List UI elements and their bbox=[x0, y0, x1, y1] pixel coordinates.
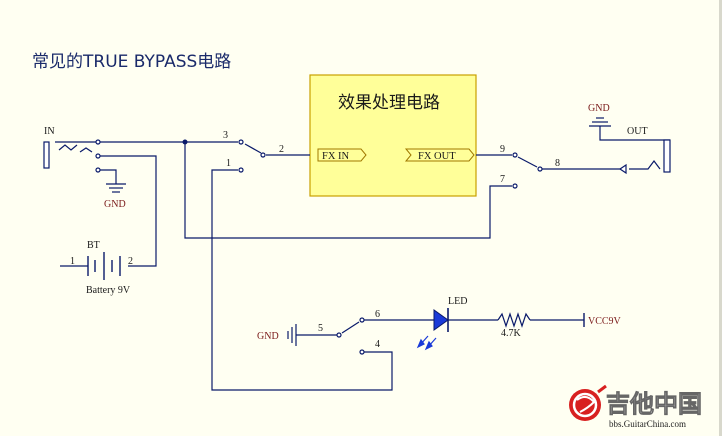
fx-out-port bbox=[404, 148, 475, 162]
switch-pin-2: 2 bbox=[279, 144, 284, 155]
input-jack bbox=[43, 139, 101, 173]
watermark-logo-icon bbox=[569, 384, 607, 421]
switch-pin-5: 5 bbox=[318, 323, 323, 334]
watermark-text: 吉他中国 bbox=[606, 390, 702, 418]
switch-pole-2 bbox=[336, 317, 365, 355]
resistor-symbol bbox=[497, 312, 531, 328]
switch-pin-9: 9 bbox=[500, 144, 505, 155]
input-ground-symbol bbox=[106, 183, 126, 193]
diagram-title: 常见的TRUE BYPASS电路 bbox=[32, 52, 231, 72]
led-ground-label: GND bbox=[257, 331, 279, 342]
watermark-url: bbs.GuitarChina.com bbox=[609, 419, 686, 429]
fx-block-box bbox=[309, 74, 477, 197]
led-ground-symbol bbox=[287, 324, 297, 346]
fx-block-label: 效果处理电路 bbox=[338, 93, 440, 113]
fx-in-label: FX IN bbox=[322, 151, 350, 162]
switch-pin-4: 4 bbox=[375, 339, 380, 350]
switch-pole-3 bbox=[512, 152, 543, 189]
wires bbox=[55, 126, 670, 391]
battery-designator: BT bbox=[87, 240, 100, 251]
watermark: 吉他中国 bbs.GuitarChina.com bbox=[569, 384, 702, 429]
battery-pin2: 2 bbox=[128, 256, 133, 267]
switch-pole-1 bbox=[238, 139, 266, 173]
resistor-value: 4.7K bbox=[501, 328, 522, 339]
output-jack-label: OUT bbox=[627, 126, 648, 137]
vcc-label: VCC9V bbox=[588, 316, 622, 327]
battery-value: Battery 9V bbox=[86, 285, 131, 296]
input-jack-label: IN bbox=[44, 126, 55, 137]
frame-border bbox=[719, 0, 722, 436]
junction-dot bbox=[182, 139, 188, 145]
switch-pin-1: 1 bbox=[226, 158, 231, 169]
fx-out-label: FX OUT bbox=[418, 151, 456, 162]
battery-symbol bbox=[87, 252, 121, 280]
fx-block: 效果处理电路 FX IN FX OUT bbox=[309, 74, 477, 197]
fx-in-port bbox=[317, 148, 367, 162]
led-label: LED bbox=[448, 296, 467, 307]
switch-pin-8: 8 bbox=[555, 158, 560, 169]
switch-pin-7: 7 bbox=[500, 174, 505, 185]
output-jack bbox=[618, 139, 671, 175]
battery-pin1: 1 bbox=[70, 256, 75, 267]
output-ground-symbol bbox=[589, 117, 611, 127]
input-ground-label: GND bbox=[104, 199, 126, 210]
switch-pin-3: 3 bbox=[223, 130, 228, 141]
led-symbol bbox=[416, 308, 449, 351]
switch-pin-6: 6 bbox=[375, 309, 380, 320]
output-ground-label: GND bbox=[588, 103, 610, 114]
